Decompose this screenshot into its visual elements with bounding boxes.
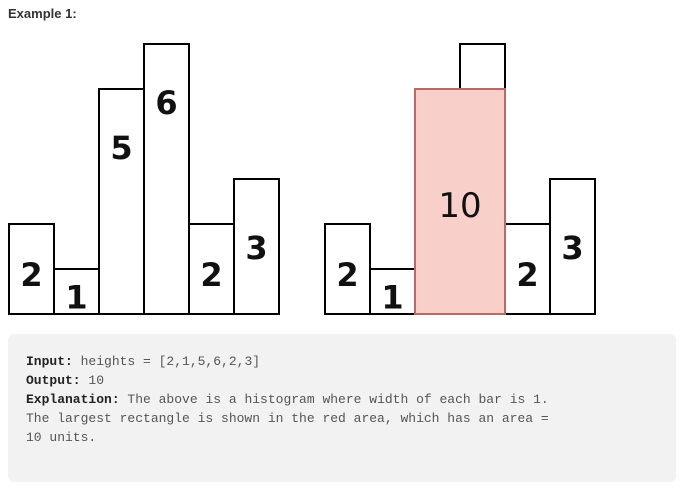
highlight-rectangle [414, 88, 506, 315]
right-bar-0 [324, 223, 371, 315]
left-bar-label-2: 5 [110, 129, 132, 167]
left-bar-label-1: 1 [65, 279, 87, 317]
left-bar-2 [98, 88, 145, 315]
left-bar-1 [53, 268, 100, 315]
explanation-text: The above is a histogram where width of … [26, 392, 549, 445]
left-bar-label-3: 6 [155, 84, 177, 122]
explanation-line: Explanation: The above is a histogram wh… [26, 390, 658, 447]
right-bar-4 [504, 223, 551, 315]
input-label: Input: [26, 354, 73, 369]
right-bar-label-5: 3 [561, 229, 583, 267]
output-label: Output: [26, 373, 81, 388]
explanation-label: Explanation: [26, 392, 120, 407]
example-code-block: Input: heights = [2,1,5,6,2,3] Output: 1… [8, 334, 676, 482]
right-bar-label-4: 2 [516, 256, 538, 294]
example-title: Example 1: [8, 6, 77, 21]
left-bar-label-0: 2 [20, 256, 42, 294]
right-bar-label-1: 1 [381, 279, 403, 317]
input-value: heights = [2,1,5,6,2,3] [72, 354, 261, 369]
output-line: Output: 10 [26, 371, 658, 390]
left-bar-5 [233, 178, 280, 315]
left-bar-3 [143, 43, 190, 315]
left-bar-label-5: 3 [245, 229, 267, 267]
highlight-area-label: 10 [438, 186, 481, 226]
right-bar-label-0: 2 [336, 256, 358, 294]
output-value: 10 [80, 373, 105, 388]
left-bar-label-4: 2 [200, 256, 222, 294]
input-line: Input: heights = [2,1,5,6,2,3] [26, 352, 658, 371]
right-bar-5 [549, 178, 596, 315]
right-bar-1 [369, 268, 416, 315]
